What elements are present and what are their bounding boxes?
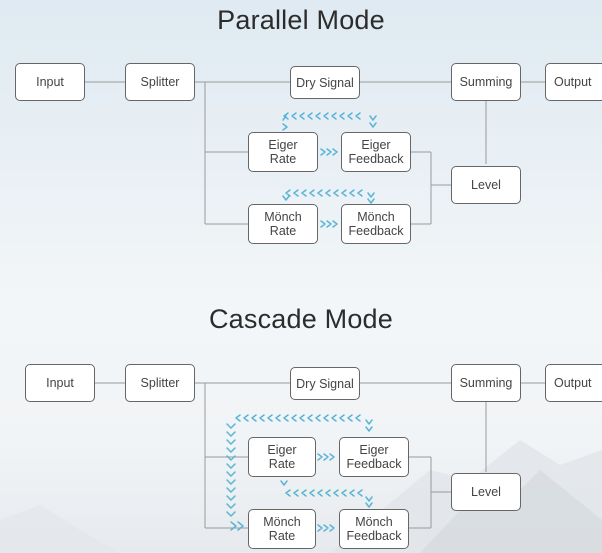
cascade-monch-feedback-arrow <box>280 480 373 508</box>
parallel-eiger-feedback-node: Eiger Feedback <box>341 132 411 172</box>
parallel-monch-feedback-node: Mönch Feedback <box>341 204 411 244</box>
parallel-output-node: Output <box>545 63 602 101</box>
cascade-level-node: Level <box>451 473 521 511</box>
parallel-level-node: Level <box>451 166 521 204</box>
parallel-dry-signal-node: Dry Signal <box>290 66 360 99</box>
cascade-monch-rate-node: Mönch Rate <box>248 509 316 549</box>
parallel-summing-node: Summing <box>451 63 521 101</box>
cascade-output-node: Output <box>545 364 602 402</box>
cascade-outer-feedback-arrow <box>226 414 373 531</box>
cascade-monch-forward-arrow <box>317 524 335 532</box>
eiger-forward-arrow <box>320 148 338 156</box>
eiger-feedback-arrow <box>282 112 377 131</box>
monch-feedback-arrow <box>282 189 375 204</box>
parallel-eiger-rate-node: Eiger Rate <box>248 132 318 172</box>
parallel-monch-rate-node: Mönch Rate <box>248 204 318 244</box>
cascade-eiger-forward-arrow <box>317 453 335 461</box>
cascade-mode-title: Cascade Mode <box>208 304 393 334</box>
cascade-input-node: Input <box>25 364 95 402</box>
cascade-eiger-feedback-node: Eiger Feedback <box>339 437 409 477</box>
parallel-input-node: Input <box>15 63 85 101</box>
parallel-splitter-node: Splitter <box>125 63 195 101</box>
cascade-dry-signal-node: Dry Signal <box>290 367 360 400</box>
monch-forward-arrow <box>320 220 338 228</box>
cascade-eiger-rate-node: Eiger Rate <box>248 437 316 477</box>
parallel-mode-title: Parallel Mode <box>217 5 385 35</box>
cascade-monch-feedback-node: Mönch Feedback <box>339 509 409 549</box>
cascade-splitter-node: Splitter <box>125 364 195 402</box>
cascade-summing-node: Summing <box>451 364 521 402</box>
